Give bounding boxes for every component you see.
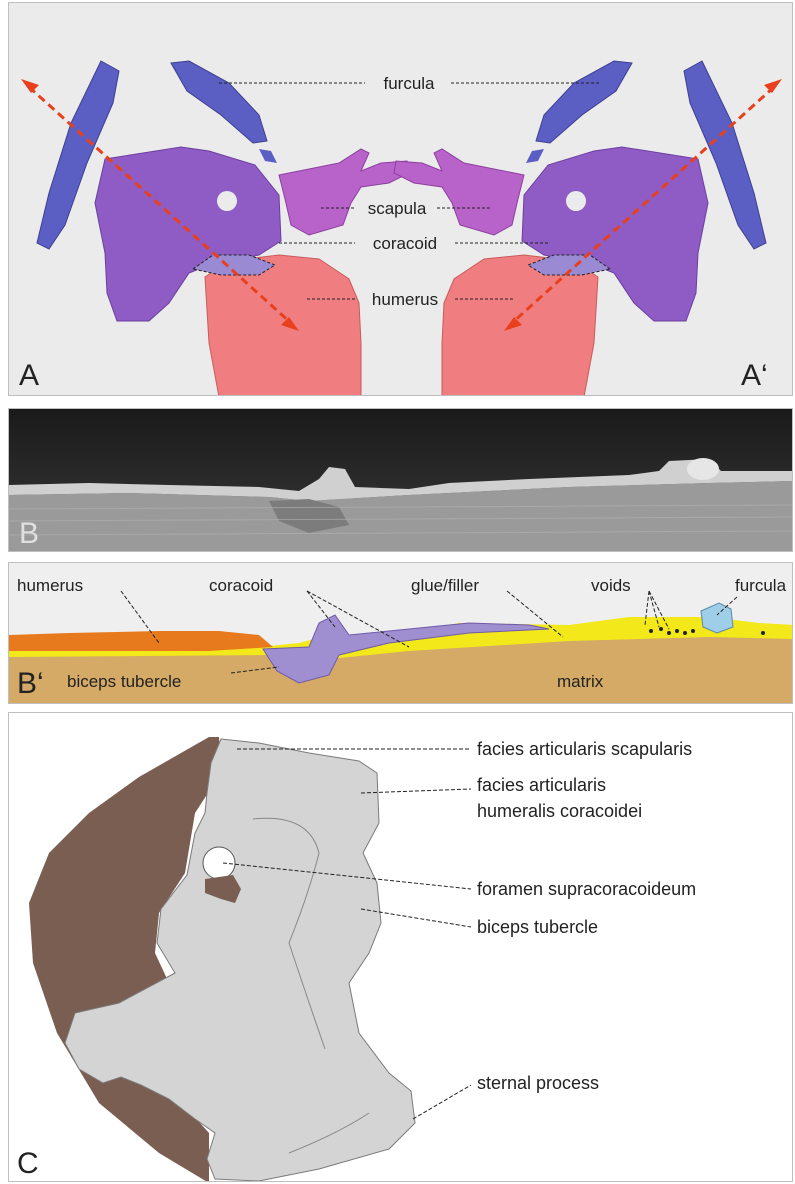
label-scapula: scapula (368, 199, 427, 218)
c-label-humeralis-1: facies articularis (477, 775, 606, 795)
b2-label-furcula: furcula (735, 576, 787, 595)
b2-label-biceps: biceps tubercle (67, 672, 181, 691)
panel-a-figure: furcula scapula coracoid humerus A A‘ (9, 3, 793, 396)
humerus-region (9, 631, 273, 651)
panel-letter-a-prime: A‘ (741, 359, 768, 392)
panel-letter-b: B (19, 517, 39, 550)
label-coracoid: coracoid (373, 234, 437, 253)
panel-letter-a: A (19, 359, 39, 392)
panel-letter-c: C (17, 1147, 39, 1180)
furcula-left-tip (259, 149, 277, 163)
panel-b-prime-interpretation: humerus coracoid glue/filler voids furcu… (8, 562, 793, 704)
panel-b-prime-figure: humerus coracoid glue/filler voids furcu… (9, 563, 793, 704)
c-label-sternal: sternal process (477, 1073, 599, 1093)
b2-label-voids: voids (591, 576, 631, 595)
panel-a-mirror (394, 61, 782, 396)
foramen-left (217, 191, 237, 211)
c-label-scapularis: facies articularis scapularis (477, 739, 692, 759)
c-label-biceps: biceps tubercle (477, 917, 598, 937)
c-label-foramen: foramen supracoracoideum (477, 879, 696, 899)
panel-b-figure: B (9, 409, 793, 552)
c-label-humeralis-2: humeralis coracoidei (477, 801, 642, 821)
b2-label-coracoid: coracoid (209, 576, 273, 595)
furcula-left-inner (171, 61, 267, 143)
label-furcula: furcula (383, 74, 435, 93)
ct-furcula-blob (687, 458, 719, 480)
panel-letter-b-prime: B‘ (17, 667, 44, 700)
panel-c-coracoid-drawing: facies articularis scapularis facies art… (8, 712, 793, 1182)
scapula-left (279, 149, 409, 235)
panel-b-ct-slice: B (8, 408, 793, 552)
arrowhead-left-1 (21, 79, 39, 93)
label-humerus: humerus (372, 290, 438, 309)
foramen-supracoracoideum (203, 847, 235, 879)
panel-a-3d-reconstruction: furcula scapula coracoid humerus A A‘ (8, 2, 793, 396)
b2-label-humerus: humerus (17, 576, 83, 595)
b2-label-glue: glue/filler (411, 576, 479, 595)
b2-label-matrix: matrix (557, 672, 604, 691)
panel-c-figure: facies articularis scapularis facies art… (9, 713, 793, 1182)
